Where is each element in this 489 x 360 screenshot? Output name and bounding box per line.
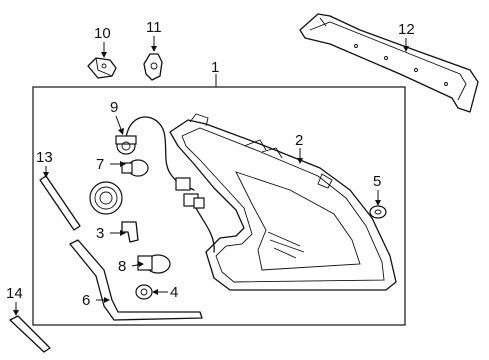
- cap-part: [135, 284, 153, 300]
- gasket-part: [69, 239, 203, 321]
- callout-5: 5: [373, 173, 381, 190]
- retainer-part: [143, 53, 163, 81]
- callout-7: 7: [96, 156, 104, 173]
- callout-12: 12: [398, 21, 415, 38]
- lamp-housing-part: [169, 113, 397, 291]
- bulb-large-part: [137, 254, 171, 274]
- callout-14: 14: [6, 285, 23, 302]
- wire-harness-part: [115, 116, 215, 253]
- trim-panel-part: [299, 13, 479, 113]
- callout-13: 13: [36, 149, 53, 166]
- seal-small-part: [369, 205, 387, 219]
- callout-3: 3: [96, 225, 104, 242]
- callout-2: 2: [295, 132, 303, 149]
- leader-lines: [13, 36, 409, 316]
- strip-lower-part: [9, 315, 51, 353]
- trim-strip-part: [39, 175, 81, 231]
- callout-1: 1: [211, 59, 219, 76]
- callout-11: 11: [146, 19, 162, 36]
- callout-9: 9: [110, 99, 118, 116]
- assembly-frame: [32, 86, 406, 326]
- clip-part: [87, 57, 117, 79]
- bulb-part: [121, 159, 149, 177]
- bracket-part: [121, 221, 139, 243]
- grommet-part: [89, 181, 123, 215]
- callout-10: 10: [94, 25, 111, 42]
- callout-6: 6: [82, 292, 90, 309]
- callout-4: 4: [170, 284, 178, 301]
- callout-8: 8: [118, 258, 126, 275]
